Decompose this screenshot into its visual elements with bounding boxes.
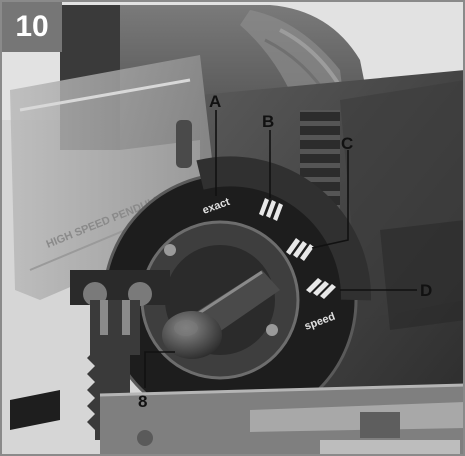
callout-lines — [144, 110, 417, 388]
callout-a: A — [209, 92, 222, 111]
callout-c: C — [341, 134, 354, 153]
cover-slot — [176, 120, 192, 168]
setting-mark-d — [306, 278, 336, 299]
callout-b: B — [262, 112, 275, 131]
setting-mark-b — [259, 198, 283, 221]
pendulum-lever[interactable] — [162, 270, 280, 359]
callout-d: D — [420, 281, 433, 300]
figure-number-badge: 10 — [2, 2, 62, 52]
base-plate — [10, 383, 465, 456]
callout-lever-8: 8 — [138, 392, 148, 411]
blade-clamp — [70, 270, 170, 355]
setting-mark-c — [286, 238, 314, 261]
